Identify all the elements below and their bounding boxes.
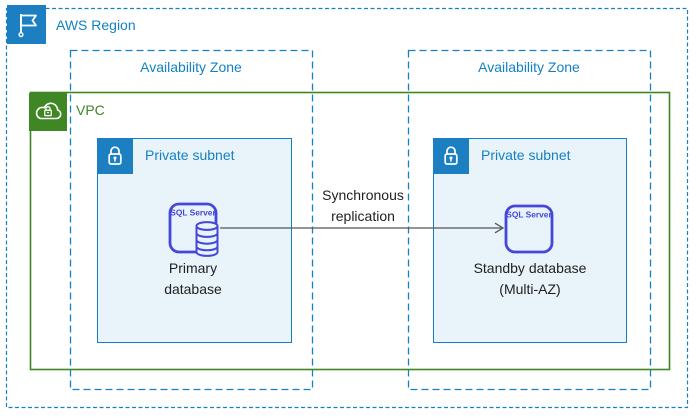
primary-database-label: Primary database [118,258,268,300]
primary-database-label-line1: Primary [168,260,218,276]
replication-label-line1: Synchronous [322,187,404,203]
sql-server-icon-text: SQL Server [170,208,216,218]
standby-database-label: Standby database (Multi-AZ) [455,258,605,300]
aws-region-border [5,7,689,409]
availability-zone-2-border [407,49,652,391]
private-subnet-2-icon-square [433,138,469,174]
flag-icon [17,13,37,37]
padlock-icon [108,146,122,165]
vpc-icon-square [29,93,67,131]
standby-database-label-line1: Standby database [473,260,587,276]
private-subnet-1-label: Private subnet [145,147,235,163]
padlock-icon [444,146,458,165]
private-subnet-1-icon-square [97,138,133,174]
availability-zone-1-border [69,49,314,391]
aws-region-icon-square [7,5,46,44]
vpc-label: VPC [76,102,105,118]
private-subnet-2-label: Private subnet [481,147,571,163]
primary-database-label-line2: database [164,281,222,297]
standby-database-label-line2: (Multi-AZ) [499,281,561,297]
aws-region-label: AWS Region [56,17,136,33]
cloud-lock-icon [35,102,62,120]
availability-zone-1-label: Availability Zone [140,59,242,75]
vpc-border [29,91,671,371]
sql-server-primary-icon: SQL Server [168,202,219,257]
sql-server-icon-text: SQL Server [506,210,552,220]
replication-label-line2: replication [331,208,395,224]
availability-zone-2-label: Availability Zone [478,59,580,75]
sql-server-standby-icon: SQL Server [504,204,554,254]
synchronous-replication-label: Synchronous replication [300,185,426,227]
